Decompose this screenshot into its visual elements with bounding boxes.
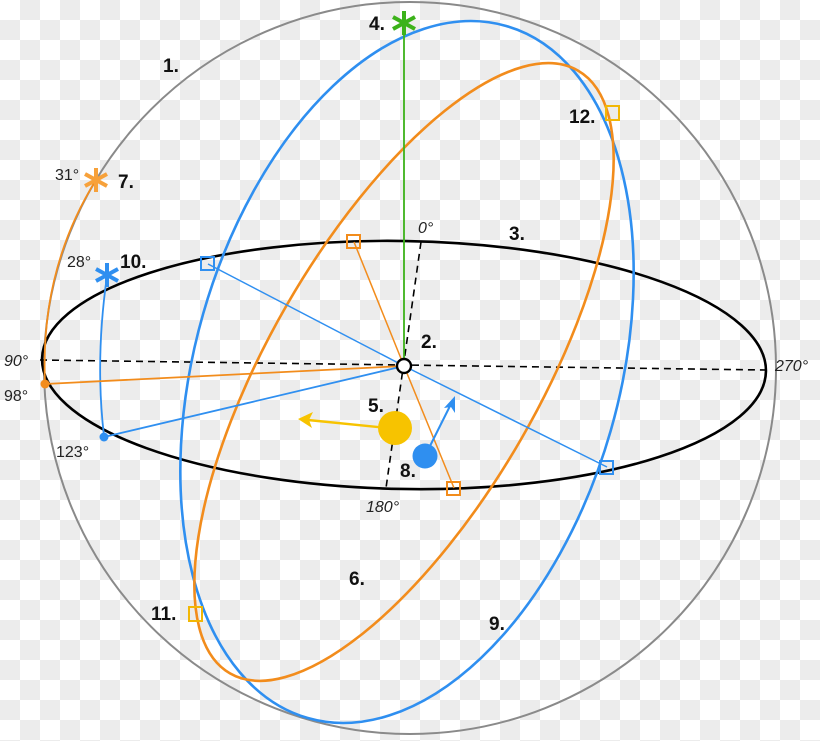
sunrise-square: [346, 234, 361, 249]
label-4: 4.: [369, 14, 385, 35]
label-1: 1.: [163, 56, 179, 77]
upper-intersection-square: [605, 105, 620, 121]
moonrise-line: [207, 263, 405, 367]
sunset-square: [446, 481, 461, 496]
label-2: 2.: [421, 332, 437, 353]
sun-icon: [378, 411, 412, 445]
sun-altitude-label: 31°: [55, 167, 79, 184]
zenith-star-icon: [392, 11, 416, 35]
moon-motion-arrow: [427, 401, 453, 451]
moon-icon: [412, 443, 438, 469]
moon-azimuth-dot: [99, 432, 109, 442]
label-9: 9.: [489, 614, 505, 635]
moon-altitude-label: 28°: [67, 254, 91, 271]
sun-arrow-head: [298, 412, 313, 428]
label-10: 10.: [120, 252, 146, 273]
sun-azimuth-line: [44, 365, 405, 385]
label-12: 12.: [569, 107, 595, 128]
observer-point: [395, 357, 413, 375]
moon-path-ellipse: [179, 19, 635, 725]
moon-azimuth-line: [103, 365, 405, 438]
sun-star-icon: [84, 168, 108, 192]
moon-star-icon: [95, 263, 119, 287]
label-11: 11.: [151, 604, 176, 625]
azimuth-west-label: 270°: [774, 358, 809, 375]
sun-altitude-arc: [43, 179, 97, 384]
lower-intersection-square: [188, 606, 203, 622]
label-5: 5.: [368, 396, 384, 417]
moonset-square: [599, 460, 614, 475]
sun-azimuth-label: 98°: [4, 388, 28, 405]
azimuth-north-label: 0°: [418, 220, 434, 237]
label-3: 3.: [509, 224, 525, 245]
sun-azimuth-dot: [40, 379, 50, 389]
moon-azimuth-label: 123°: [56, 444, 89, 461]
moonrise-square: [200, 256, 215, 271]
sun-motion-arrow: [307, 418, 389, 430]
moon-arrow-head: [444, 396, 455, 413]
label-7: 7.: [118, 172, 134, 193]
label-6: 6.: [349, 569, 365, 590]
sunset-line: [403, 365, 455, 489]
moonset-line: [403, 365, 608, 468]
label-8: 8.: [400, 461, 416, 482]
azimuth-south-label: 180°: [366, 499, 400, 516]
moon-altitude-arc: [99, 275, 108, 437]
horizon-ellipse: [40, 239, 768, 491]
sunrise-line: [353, 241, 405, 367]
azimuth-east-label: 90°: [4, 353, 29, 370]
